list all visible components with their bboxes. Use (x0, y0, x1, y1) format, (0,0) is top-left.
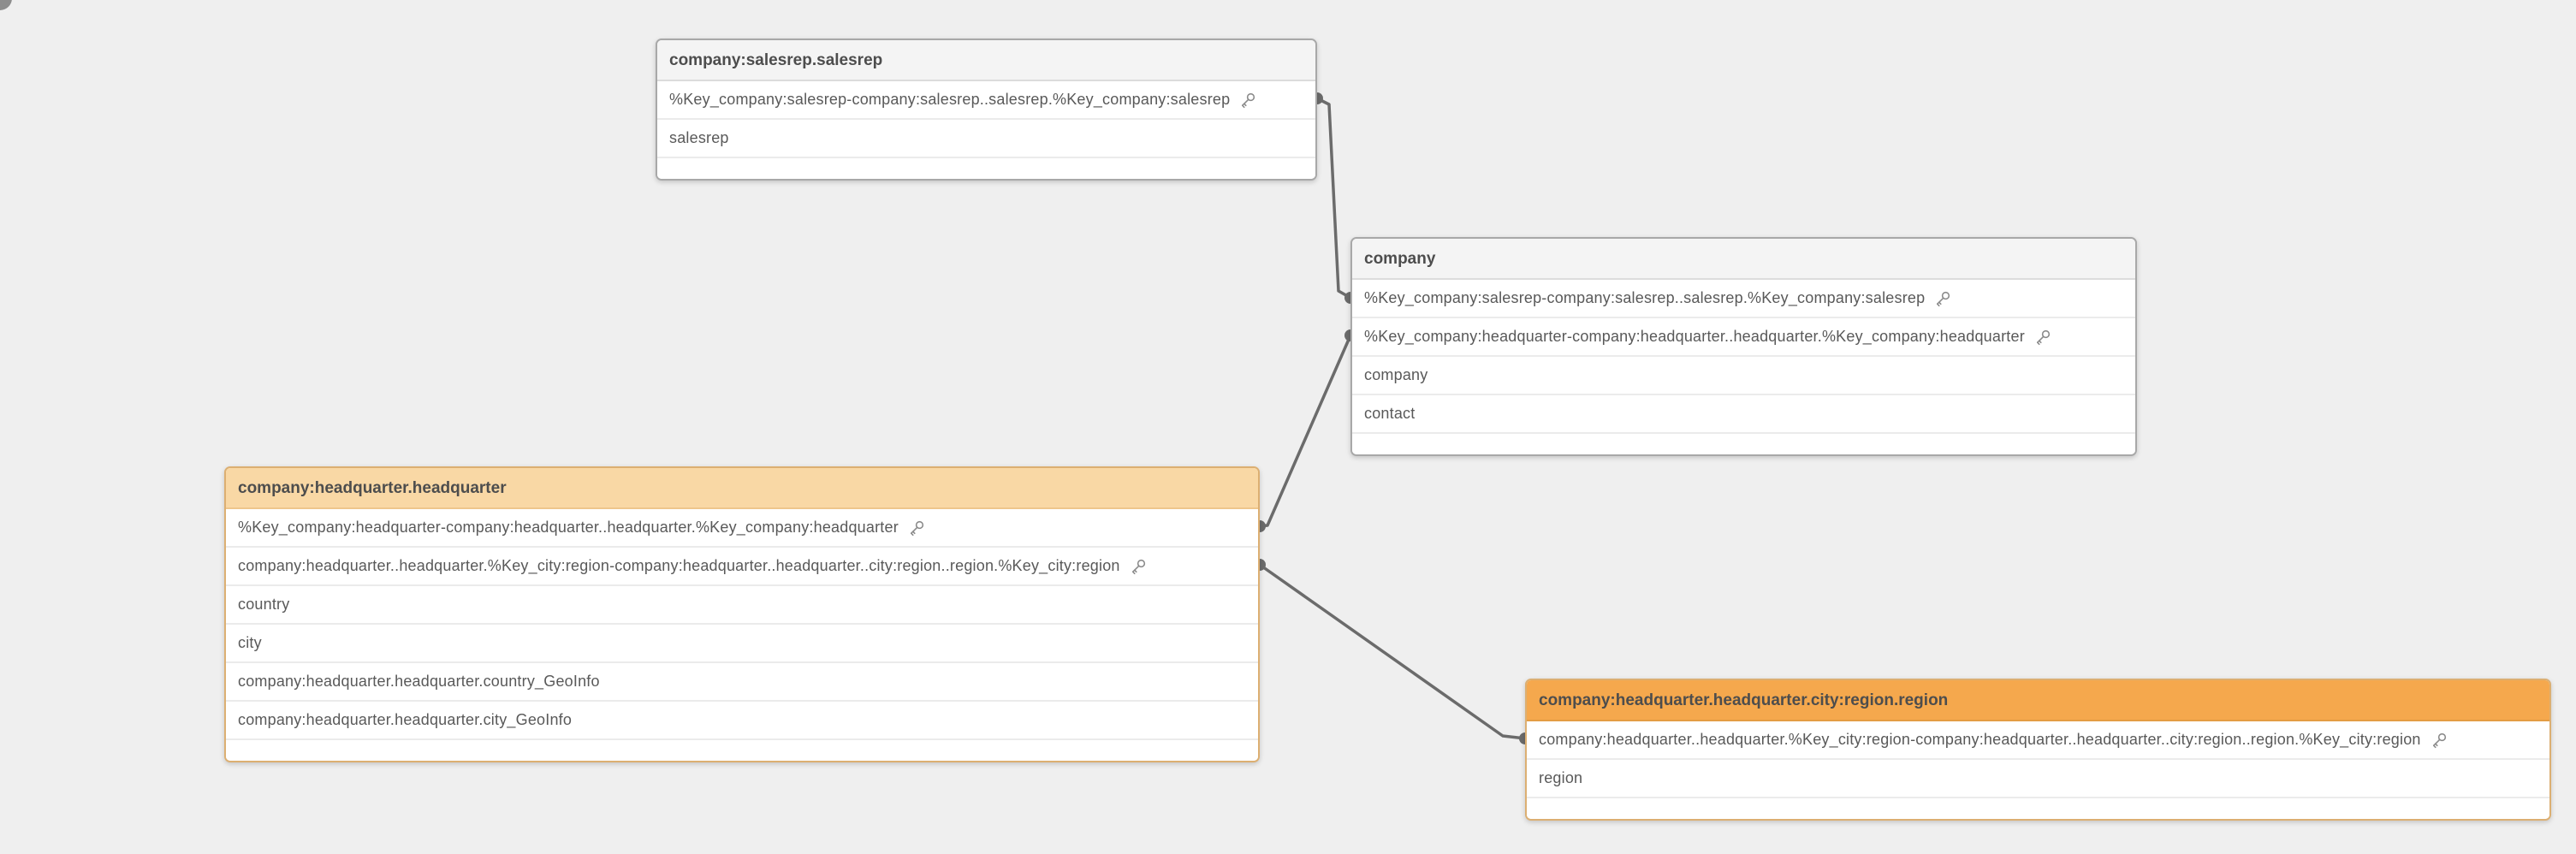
field-name: company:headquarter..headquarter.%Key_ci… (1539, 731, 2421, 748)
field-row[interactable]: %Key_company:salesrep-company:salesrep..… (1352, 280, 2135, 318)
field-name: company (1364, 366, 1428, 383)
key-icon (2432, 732, 2446, 748)
field-name: company:headquarter..headquarter.%Key_ci… (238, 557, 1120, 574)
table-rows: %Key_company:salesrep-company:salesrep..… (1352, 280, 2135, 434)
key-icon (1242, 92, 1255, 108)
field-name: %Key_company:headquarter-company:headqua… (1364, 328, 2025, 345)
connection-line (1258, 563, 1527, 740)
table-title[interactable]: company (1352, 239, 2135, 280)
field-row[interactable]: country (226, 586, 1258, 625)
field-name: country (238, 596, 290, 613)
field-row[interactable]: %Key_company:headquarter-company:headqua… (226, 509, 1258, 548)
table-card-company[interactable]: company %Key_company:salesrep-company:sa… (1350, 237, 2137, 456)
field-name: %Key_company:salesrep-company:salesrep..… (669, 91, 1231, 108)
table-rows: %Key_company:headquarter-company:headqua… (226, 509, 1258, 740)
table-title[interactable]: company:headquarter.headquarter (226, 468, 1258, 509)
field-name: company:headquarter.headquarter.city_Geo… (238, 711, 573, 728)
field-row[interactable]: company (1352, 357, 2135, 395)
table-title[interactable]: company:salesrep.salesrep (657, 40, 1315, 81)
field-name: %Key_company:salesrep-company:salesrep..… (1364, 289, 1926, 306)
field-row[interactable]: contact (1352, 395, 2135, 434)
table-footer (657, 158, 1315, 179)
field-name: region (1539, 769, 1583, 786)
key-icon (2036, 329, 2051, 345)
field-name: contact (1364, 405, 1416, 422)
field-row[interactable]: city (226, 625, 1258, 663)
field-row[interactable]: %Key_company:salesrep-company:salesrep..… (657, 81, 1315, 120)
field-name: salesrep (669, 129, 729, 146)
field-row[interactable]: salesrep (657, 120, 1315, 158)
field-row[interactable]: company:headquarter.headquarter.city_Geo… (226, 702, 1258, 740)
table-footer (1352, 434, 2135, 454)
table-rows: %Key_company:salesrep-company:salesrep..… (657, 81, 1315, 158)
connection-line (1315, 97, 1352, 299)
key-icon (1937, 291, 1950, 306)
connection-line (1258, 334, 1352, 528)
table-rows: company:headquarter..headquarter.%Key_ci… (1527, 721, 2549, 798)
field-name: city (238, 634, 262, 651)
table-card-headquarter[interactable]: company:headquarter.headquarter %Key_com… (224, 466, 1260, 762)
key-icon (910, 520, 924, 536)
key-icon (1131, 559, 1145, 574)
field-row[interactable]: region (1527, 760, 2549, 798)
field-name: company:headquarter.headquarter.country_… (238, 673, 600, 690)
table-card-salesrep[interactable]: company:salesrep.salesrep %Key_company:s… (656, 39, 1317, 181)
corner-circle-fragment (0, 0, 12, 10)
field-row[interactable]: company:headquarter..headquarter.%Key_ci… (1527, 721, 2549, 760)
table-title[interactable]: company:headquarter.headquarter.city:reg… (1527, 680, 2549, 721)
table-footer (226, 740, 1258, 761)
field-row[interactable]: company:headquarter..headquarter.%Key_ci… (226, 548, 1258, 586)
field-row[interactable]: company:headquarter.headquarter.country_… (226, 663, 1258, 702)
field-row[interactable]: %Key_company:headquarter-company:headqua… (1352, 318, 2135, 357)
table-card-region[interactable]: company:headquarter.headquarter.city:reg… (1525, 679, 2551, 821)
field-name: %Key_company:headquarter-company:headqua… (238, 519, 899, 536)
table-footer (1527, 798, 2549, 819)
